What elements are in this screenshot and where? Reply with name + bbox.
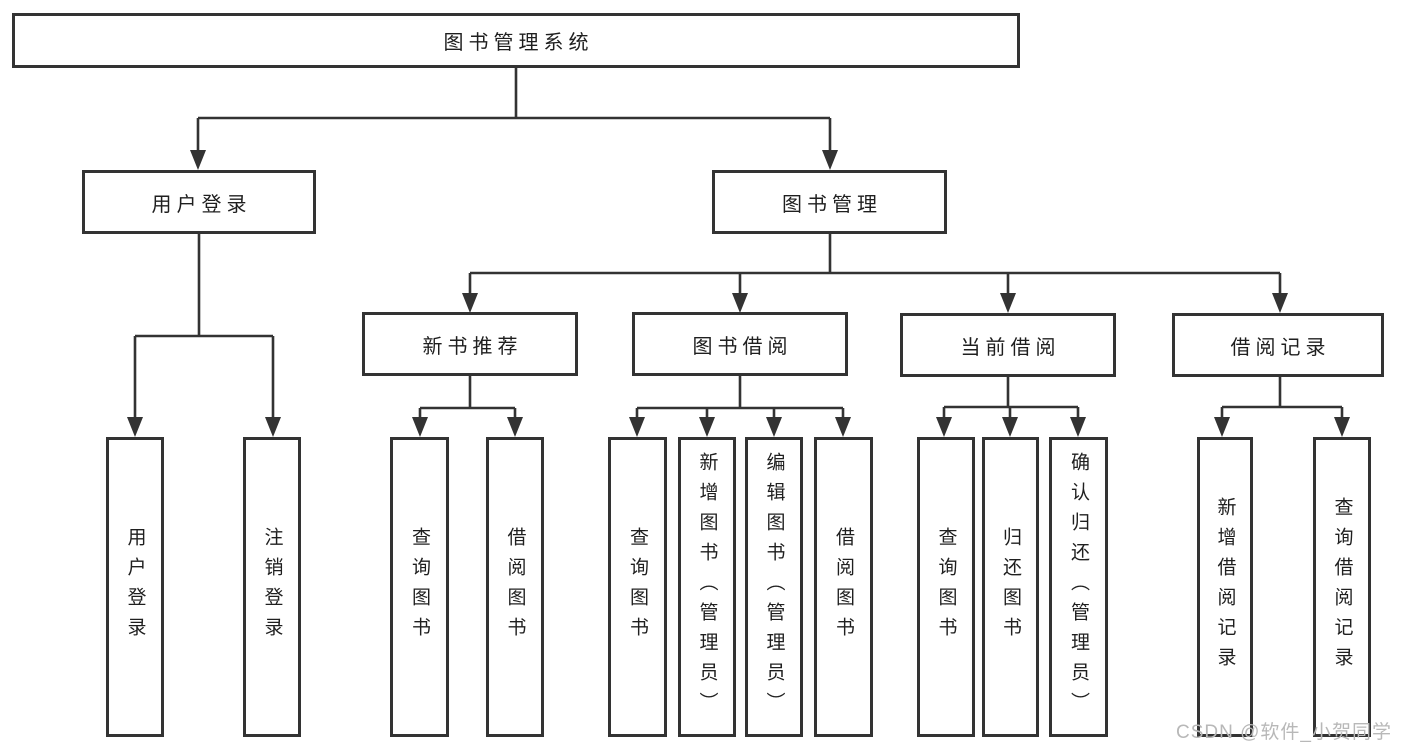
watermark: CSDN @软件_小贺同学 [1176,722,1392,743]
node-book-borrowing: 图书借阅 [632,312,848,376]
node-label: 图书借阅 [692,335,793,358]
leaf-label: 借阅图书 [504,527,526,647]
node-label: 当前借阅 [960,336,1061,359]
leaf-query-books-current: 查询图书 [917,437,975,737]
node-label: 借阅记录 [1230,336,1331,359]
leaf-label: 查询图书 [627,527,648,647]
node-label: 图书管理 [782,193,882,216]
node-user-login: 用户登录 [82,170,316,234]
leaf-label: 用户登录 [124,527,146,647]
node-root: 图书管理系统 [12,13,1020,68]
leaf-return-books: 归还图书 [982,437,1039,737]
leaf-label: 借阅图书 [833,527,854,647]
leaf-label: 新增借阅记录 [1214,497,1236,677]
leaf-label: 新增图书（管理员） [696,452,718,722]
node-current-borrowing: 当前借阅 [900,313,1116,377]
leaf-query-borrow-record: 查询借阅记录 [1313,437,1371,737]
leaf-label: 确认归还（管理员） [1068,452,1089,722]
node-book-management: 图书管理 [712,170,947,234]
leaf-add-borrow-record: 新增借阅记录 [1197,437,1253,737]
leaf-user-login: 用户登录 [106,437,164,737]
leaf-add-books-admin: 新增图书（管理员） [678,437,736,737]
node-label: 图书管理系统 [443,32,594,54]
node-label: 新书推荐 [422,335,523,358]
leaf-label: 编辑图书（管理员） [763,452,785,722]
node-new-book-recommendation: 新书推荐 [362,312,578,376]
node-borrowing-records: 借阅记录 [1172,313,1384,377]
leaf-confirm-return-admin: 确认归还（管理员） [1049,437,1108,737]
leaf-label: 查询借阅记录 [1331,497,1353,677]
leaf-label: 归还图书 [1000,527,1021,647]
leaf-query-books-recommend: 查询图书 [390,437,449,737]
leaf-borrow-books-borrowing: 借阅图书 [814,437,873,737]
leaf-edit-books-admin: 编辑图书（管理员） [745,437,803,737]
leaf-label: 注销登录 [261,527,283,647]
leaf-query-books-borrowing: 查询图书 [608,437,667,737]
leaf-logout-login: 注销登录 [243,437,301,737]
leaf-borrow-books-recommend: 借阅图书 [486,437,544,737]
node-label: 用户登录 [151,193,252,216]
leaf-label: 查询图书 [935,527,957,647]
leaf-label: 查询图书 [409,527,430,647]
